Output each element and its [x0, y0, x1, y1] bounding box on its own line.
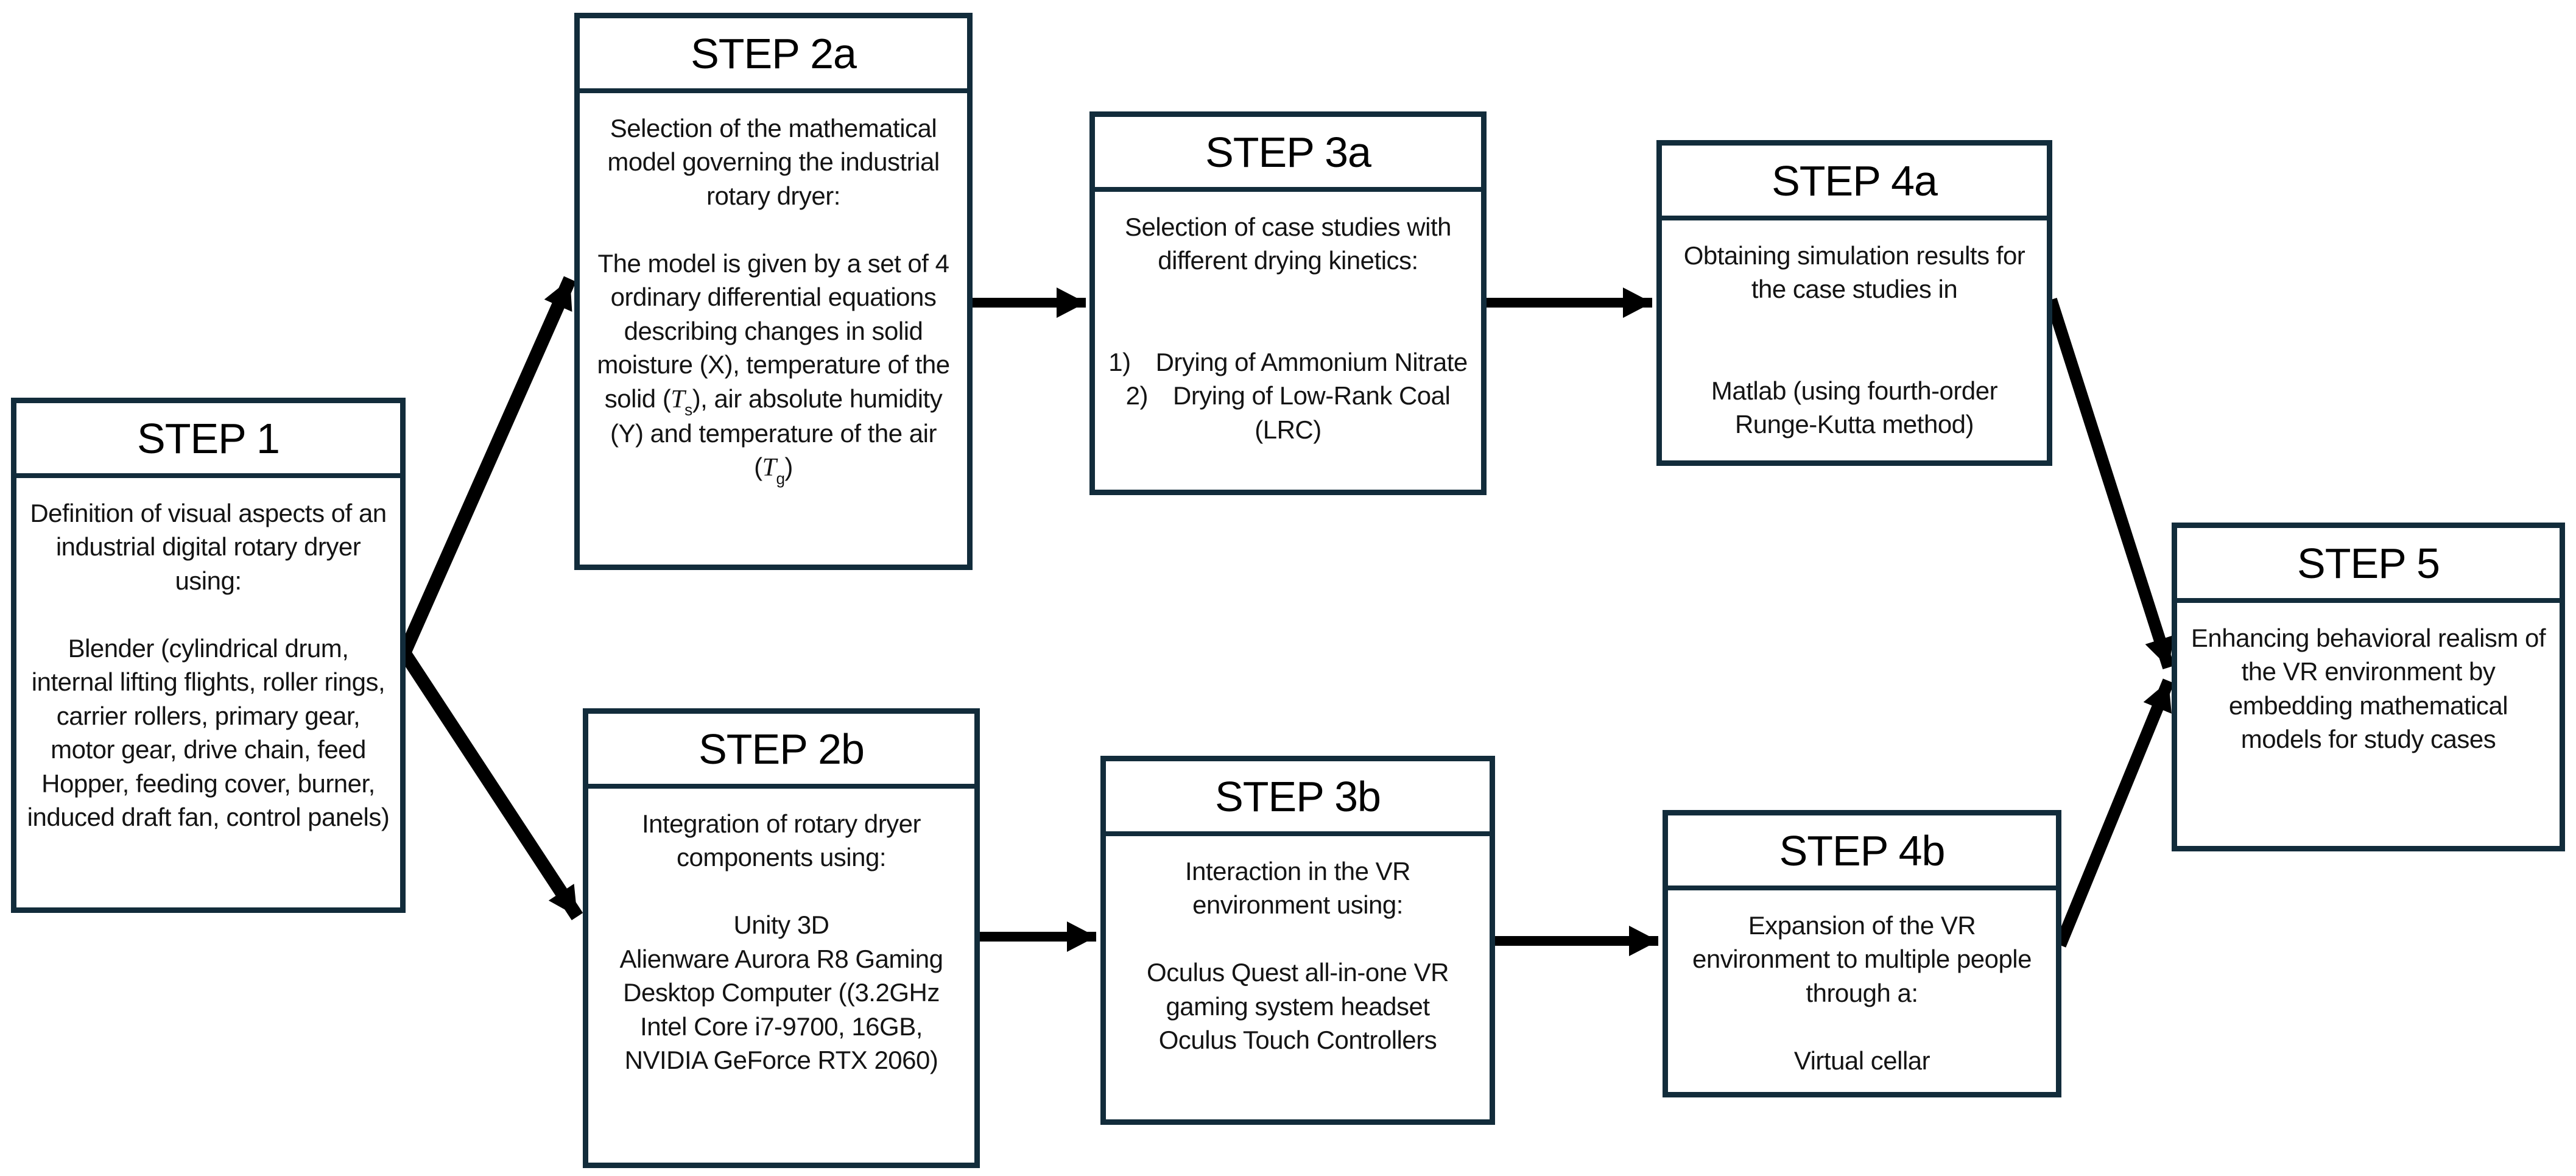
step-box-step4b: STEP 4b Expansion of the VR environment …	[1663, 810, 2061, 1097]
step-body-paragraph: Virtual cellar	[1793, 1046, 1930, 1075]
step-title: STEP 2b	[588, 714, 974, 789]
step-body-paragraph: Definition of visual aspects of an indus…	[30, 499, 387, 595]
paragraph-spacer	[1105, 278, 1471, 311]
step-title: STEP 1	[16, 403, 400, 478]
step-body-paragraph: The model is given by a set of 4 ordinar…	[597, 248, 950, 488]
paragraph-spacer	[1105, 311, 1471, 345]
step-box-step3a: STEP 3a Selection of case studies with d…	[1089, 111, 1487, 495]
paragraph-spacer	[26, 597, 390, 631]
step-body-paragraph: Oculus Quest all-in-one VR gaming system…	[1147, 958, 1449, 1055]
step-body: Integration of rotary dryer components u…	[588, 789, 974, 1077]
step-body-paragraph: 2) Drying of Low-Rank Coal (LRC)	[1125, 381, 1451, 444]
step-body: Selection of case studies with different…	[1095, 192, 1481, 446]
paragraph-spacer	[1116, 922, 1480, 956]
step-title: STEP 4a	[1662, 146, 2047, 220]
arrow-step1-to-step2b	[398, 649, 583, 921]
step-body-paragraph: Selection of case studies with different…	[1125, 213, 1451, 275]
step-title: STEP 3a	[1095, 117, 1481, 192]
step-body: Obtaining simulation results for the cas…	[1662, 220, 2047, 442]
arrow-step1-to-step2a	[398, 276, 577, 656]
step-title: STEP 5	[2177, 528, 2560, 603]
step-title: STEP 2a	[580, 18, 967, 93]
step-body-paragraph: Integration of rotary dryer components u…	[641, 809, 921, 872]
step-box-step4a: STEP 4a Obtaining simulation results for…	[1656, 140, 2052, 466]
paragraph-spacer	[598, 875, 965, 908]
step-body-paragraph: Expansion of the VR environment to multi…	[1692, 911, 2032, 1007]
paragraph-spacer	[589, 213, 957, 246]
step-title: STEP 3b	[1106, 761, 1490, 836]
step-body: Interaction in the VR environment using:…	[1106, 836, 1490, 1057]
step-body-paragraph: Selection of the mathematical model gove…	[607, 114, 940, 210]
step-box-step2a: STEP 2a Selection of the mathematical mo…	[574, 13, 973, 570]
step-body: Definition of visual aspects of an indus…	[16, 478, 400, 834]
step-title: STEP 4b	[1668, 815, 2056, 890]
step-body: Selection of the mathematical model gove…	[580, 93, 967, 488]
step-body: Enhancing behavioral realism of the VR e…	[2177, 603, 2560, 756]
step-box-step5: STEP 5 Enhancing behavioral realism of t…	[2172, 523, 2565, 851]
paragraph-spacer	[1672, 340, 2037, 373]
step-body-paragraph: Blender (cylindrical drum, internal lift…	[27, 633, 390, 831]
step-box-step3b: STEP 3b Interaction in the VR environmen…	[1100, 756, 1495, 1125]
step-box-step1: STEP 1 Definition of visual aspects of a…	[11, 398, 406, 913]
step-body-paragraph: 1) Drying of Ammonium Nitrate	[1108, 347, 1468, 376]
step-body-paragraph: Interaction in the VR environment using:	[1184, 857, 1411, 920]
step-body: Expansion of the VR environment to multi…	[1668, 890, 2056, 1077]
paragraph-spacer	[1678, 1010, 2046, 1043]
step-body-paragraph: Matlab (using fourth-order Runge-Kutta m…	[1711, 376, 1998, 439]
step-body-paragraph: Enhancing behavioral realism of the VR e…	[2191, 624, 2546, 754]
arrow-step4b-to-step5	[2054, 678, 2175, 948]
arrow-step4a-to-step5	[2045, 297, 2175, 670]
step-box-step2b: STEP 2b Integration of rotary dryer comp…	[583, 708, 980, 1168]
paragraph-spacer	[1672, 306, 2037, 340]
step-body-paragraph: Obtaining simulation results for the cas…	[1683, 241, 2025, 304]
